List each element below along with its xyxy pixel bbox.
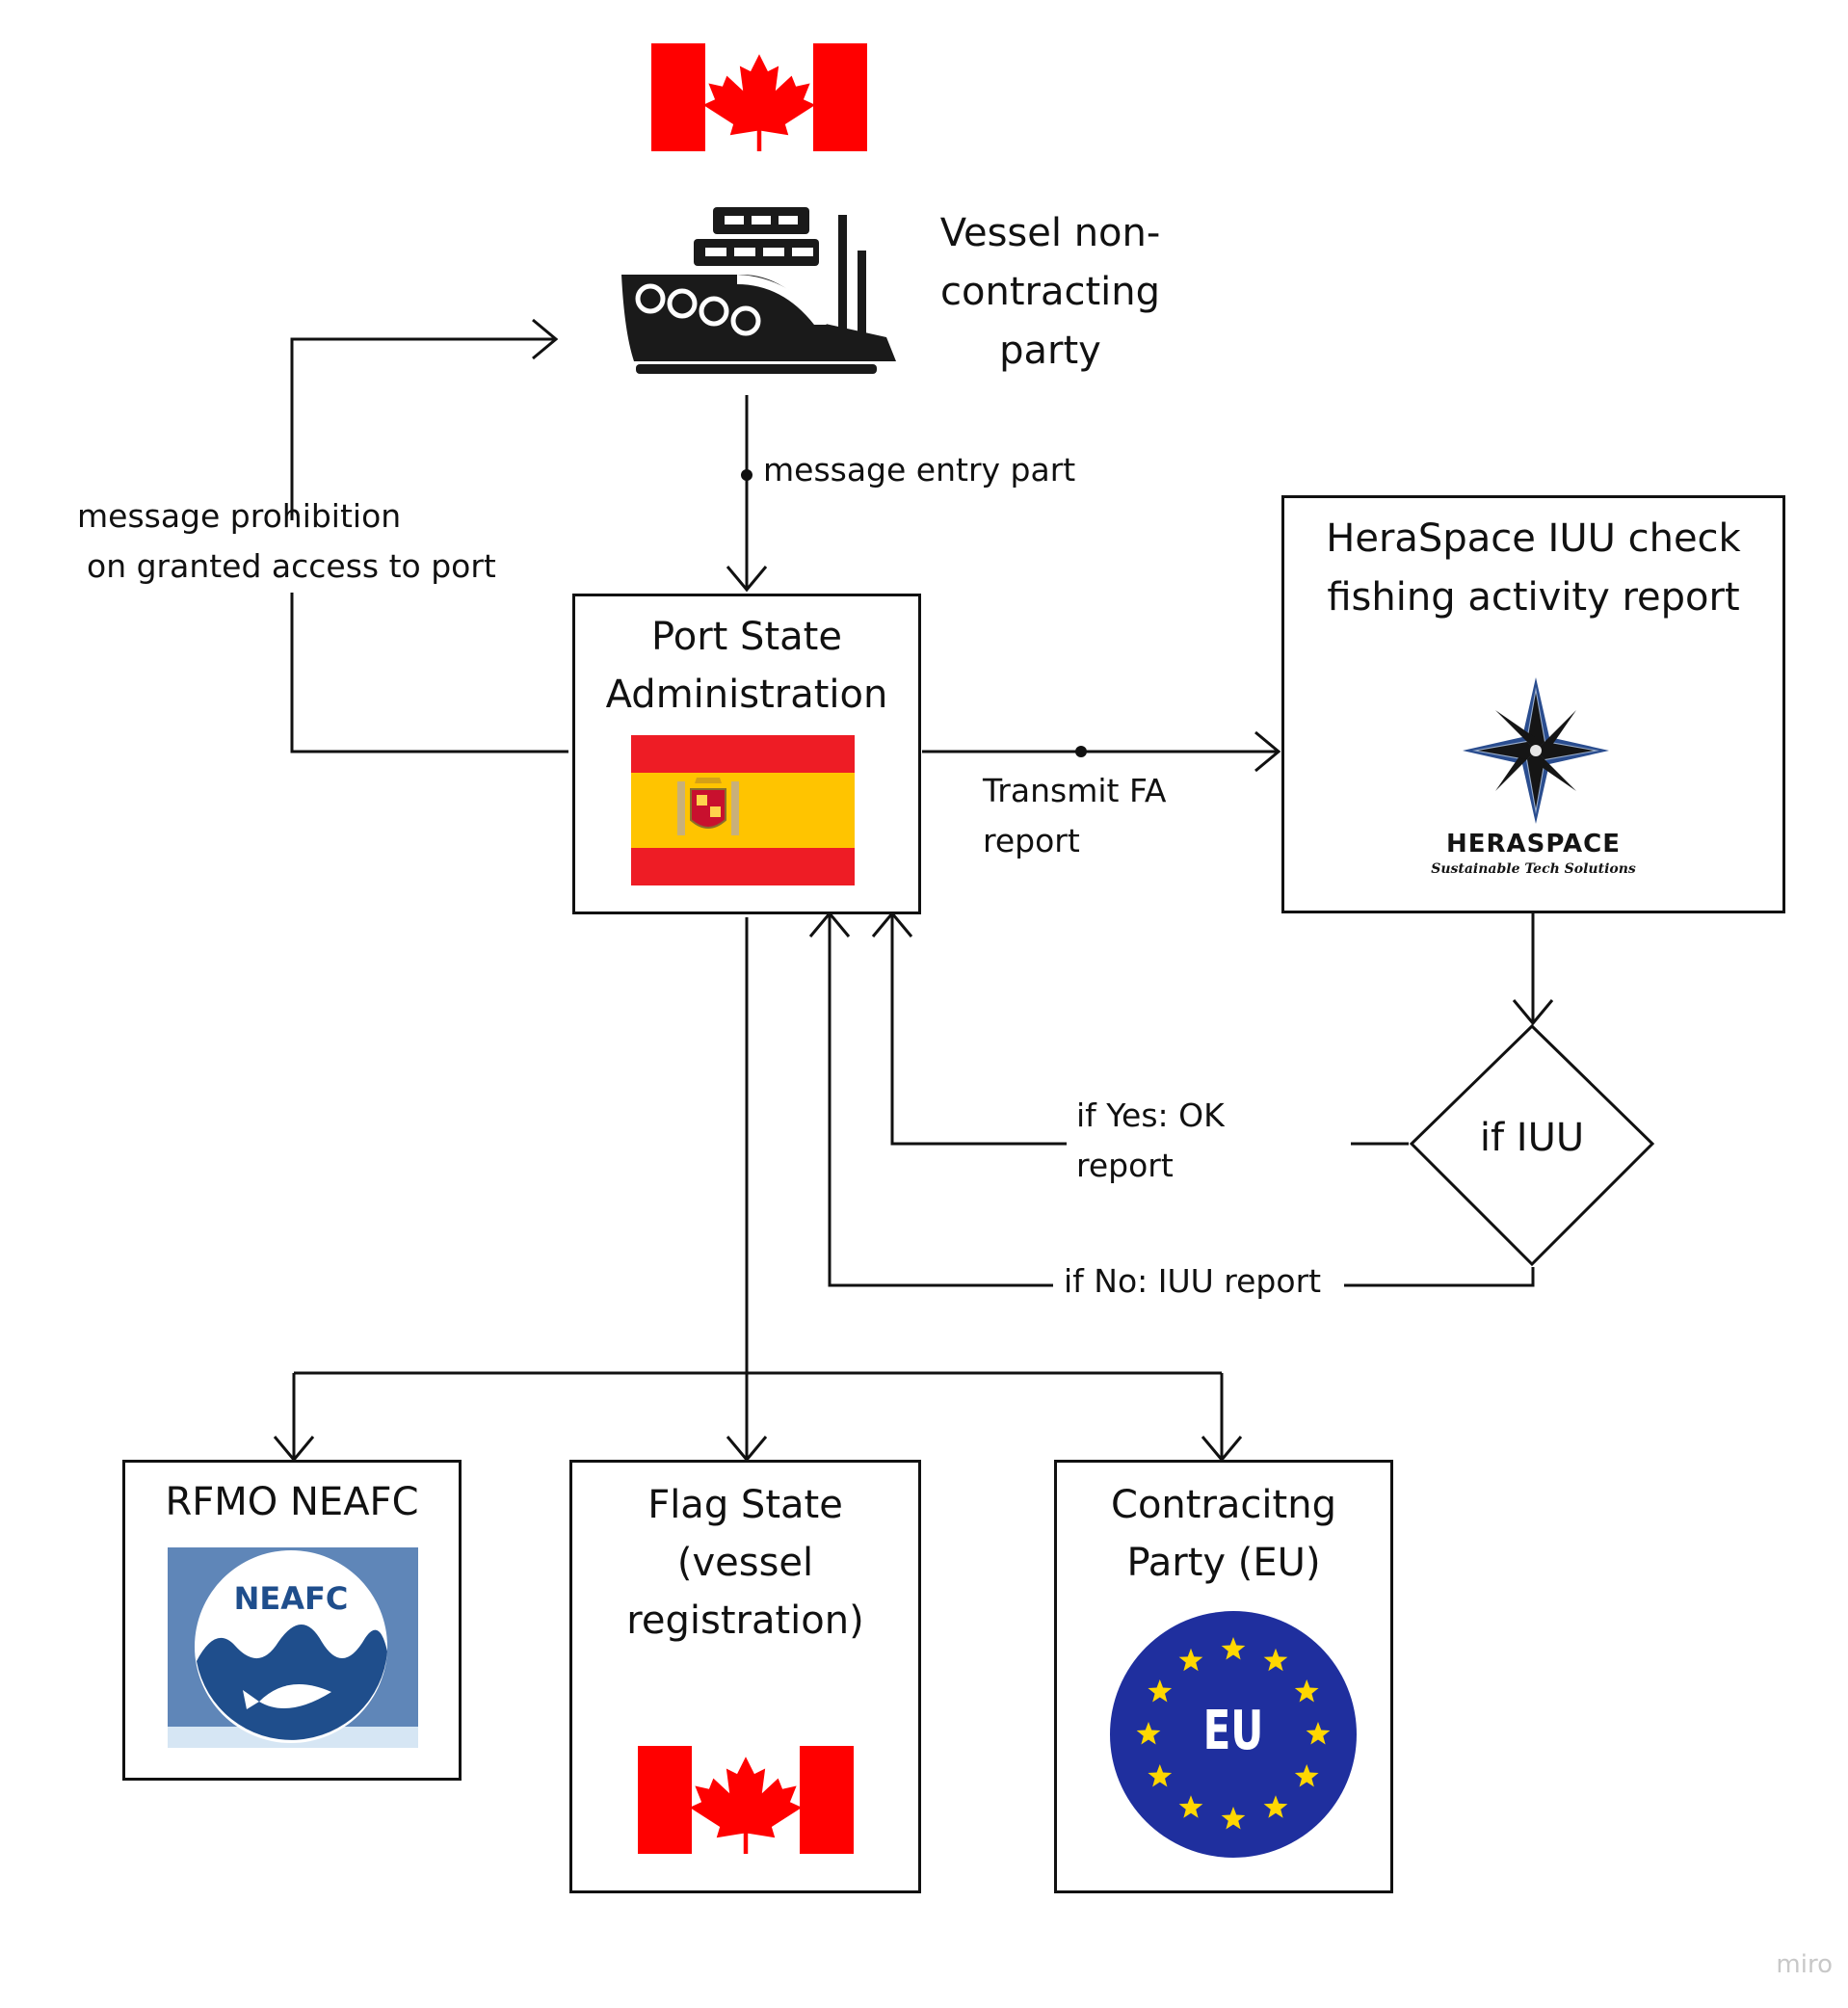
heraspace-box[interactable]: HeraSpace IUU check fishing activity rep… (1281, 495, 1785, 913)
neafc-logo-text: NEAFC (233, 1580, 349, 1617)
yes-line-left (890, 915, 1067, 1146)
transmit-dot (1075, 746, 1087, 757)
eu-star-icon (1263, 1795, 1288, 1818)
entry-arrowhead (726, 566, 768, 593)
eu-star-icon (1178, 1795, 1203, 1818)
eu-star-icon (1294, 1679, 1319, 1703)
neafc-logo-icon (168, 1547, 418, 1748)
yes-label: if Yes: OK report (1076, 1096, 1225, 1184)
rfmo-title: RFMO NEAFC (165, 1480, 419, 1524)
prohibition-line-upper (290, 337, 554, 520)
check-arrowhead (1512, 999, 1554, 1026)
no-line-left (828, 915, 1053, 1287)
eu-star-icon (1221, 1637, 1246, 1660)
entry-dot (741, 469, 752, 481)
eu-star-icon (1294, 1764, 1319, 1787)
heraspace-logo-name: HERASPACE (1445, 830, 1622, 859)
flag-state-title: Flag State (vessel registration) (626, 1483, 864, 1643)
heraspace-logo-tagline: Sustainable Tech Solutions (1431, 861, 1636, 877)
eu-star-icon (1178, 1648, 1203, 1672)
port-state-title: Port State Administration (605, 615, 888, 717)
decision-label: if IUU (1479, 1116, 1585, 1160)
no-label: if No: IUU report (1064, 1262, 1322, 1300)
canada-flag-small-icon (638, 1746, 854, 1854)
eu-logo-icon (1110, 1611, 1357, 1858)
no-line-right (1344, 1267, 1535, 1287)
contracting-party-box[interactable]: Contracitng Party (EU) EU (1054, 1460, 1393, 1893)
contracting-title: Contracitng Party (EU) (1111, 1483, 1336, 1585)
miro-watermark: miro (1776, 1950, 1833, 1979)
rfmo-neafc-box[interactable]: RFMO NEAFC NEAFC (122, 1460, 462, 1781)
prohibition-arrowhead (532, 318, 559, 360)
prohibition-label: message prohibition on granted access to… (77, 497, 496, 585)
entry-label: message entry part (763, 451, 1076, 489)
transmit-arrowhead (1254, 730, 1281, 773)
transmit-label: Transmit FA report (983, 772, 1167, 859)
eu-star-icon (1221, 1807, 1246, 1830)
eu-star-icon (1148, 1764, 1173, 1787)
heraspace-title: HeraSpace IUU check fishing activity rep… (1326, 516, 1741, 620)
eu-logo-text: EU (1202, 1700, 1264, 1762)
decision-diamond[interactable] (1409, 1023, 1655, 1270)
cargo-ship-icon (621, 207, 896, 374)
vessel-label: Vessel non- contracting party (939, 211, 1161, 373)
eu-star-icon (1148, 1679, 1173, 1703)
eu-star-icon (1136, 1722, 1161, 1745)
spain-flag-icon (631, 735, 855, 885)
eu-star-icon (1263, 1648, 1288, 1672)
eu-star-icon (1306, 1722, 1331, 1745)
heraspace-star-logo-icon (1463, 677, 1609, 824)
port-state-box[interactable]: Port State Administration (572, 594, 921, 914)
flag-state-box[interactable]: Flag State (vessel registration) (569, 1460, 921, 1893)
prohibition-line-lower (290, 593, 568, 753)
canada-flag-icon (651, 43, 867, 151)
